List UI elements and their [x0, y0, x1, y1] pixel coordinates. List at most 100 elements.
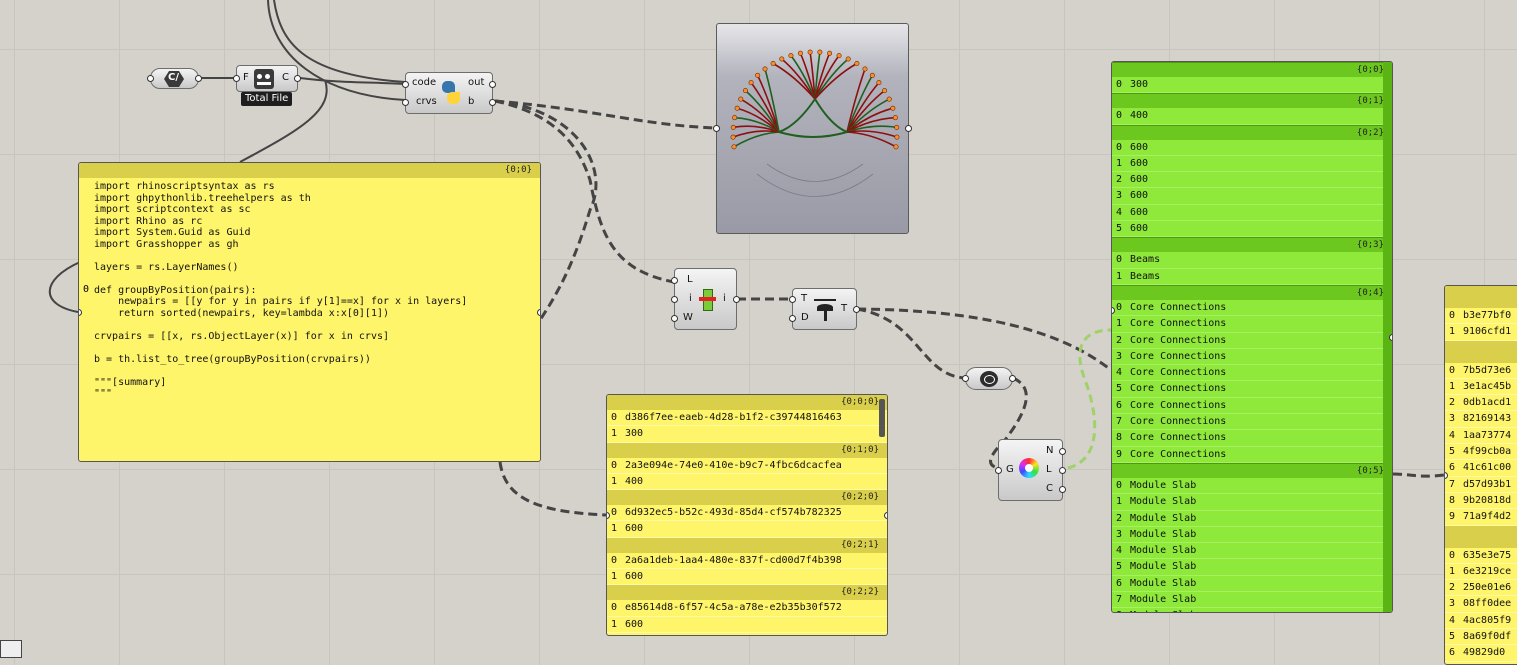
panel-scrollbar[interactable] — [879, 399, 885, 437]
canvas-corner-widget[interactable] — [0, 640, 22, 658]
C-output-grip[interactable] — [1059, 486, 1066, 493]
output-grip[interactable] — [1009, 375, 1016, 382]
split-colour-component[interactable]: G N L C — [995, 439, 1066, 501]
input-grip[interactable] — [962, 375, 969, 382]
L-output-grip[interactable] — [1059, 467, 1066, 474]
list-input-grip[interactable] — [671, 277, 678, 284]
tree-input-grip[interactable] — [789, 296, 796, 303]
wrap-input-grip[interactable] — [671, 315, 678, 322]
insert-items-component[interactable]: L i W i — [671, 268, 740, 330]
input-grip[interactable] — [147, 75, 154, 82]
N-output-grip[interactable] — [1059, 448, 1066, 455]
b-output-grip[interactable] — [489, 99, 496, 106]
input-grip[interactable] — [233, 75, 240, 82]
tree-statistics-component[interactable]: T D T — [789, 288, 860, 330]
data-input-grip[interactable] — [789, 315, 796, 322]
output-grip[interactable] — [733, 296, 740, 303]
output-grip[interactable] — [853, 306, 860, 313]
curve-preview-viewport[interactable] — [713, 23, 912, 234]
input-grip[interactable] — [995, 467, 1002, 474]
layer-panel-output-grip[interactable] — [1389, 334, 1392, 341]
relay-component[interactable] — [962, 367, 1016, 390]
code-input-grip[interactable] — [402, 81, 409, 88]
list-item[interactable]: 7346c70b — [1445, 662, 1517, 665]
preview-output-grip[interactable] — [905, 125, 912, 132]
panel-scrollbar[interactable] — [1383, 62, 1392, 612]
crvs-input-grip[interactable] — [402, 99, 409, 106]
output-grip[interactable] — [294, 75, 301, 82]
index-input-grip[interactable] — [671, 296, 678, 303]
out-output-grip[interactable] — [489, 81, 496, 88]
list-item[interactable]: 8Module Slab — [1112, 608, 1392, 612]
output-grip[interactable] — [195, 75, 202, 82]
code-panel-output-grip[interactable] — [537, 309, 540, 316]
python-script-component[interactable]: code crvs out b — [402, 72, 496, 114]
curve-param-component[interactable]: C/ — [147, 68, 202, 89]
guid-panel-output-grip[interactable] — [884, 512, 887, 519]
